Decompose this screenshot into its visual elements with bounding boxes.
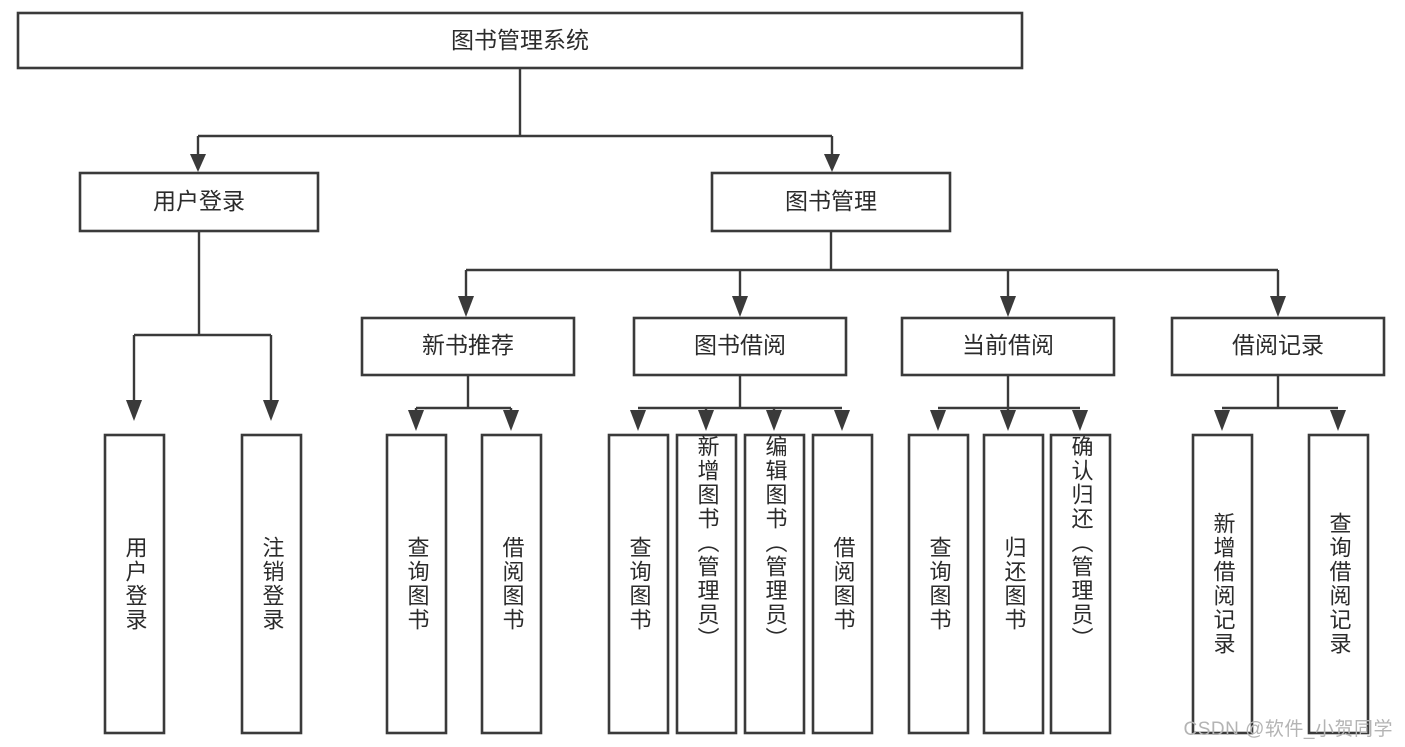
leaf-box-br-add-record[interactable] [1191,433,1254,735]
connector-borrow-record-to-leaves [1214,375,1346,431]
node-book-borrow[interactable]: 图书借阅 [632,316,848,377]
connector-book-management-to-level3 [458,231,1286,317]
leaf-box-cb-query-book[interactable] [907,433,970,735]
current-borrow-box[interactable] [900,316,1116,377]
arrow-nb-1 [408,410,424,431]
arrow-new-book [458,296,474,317]
arrow-bb-1 [630,410,646,431]
arrow-user-login [190,154,206,172]
leaf-box-bb-edit-book[interactable] [743,433,806,735]
leaf-box-bb-borrow-book[interactable] [811,433,874,735]
new-book-recommend-label: 新书推荐 [422,332,514,358]
arrow-br-1 [1214,410,1230,431]
new-book-recommend-box[interactable] [360,316,576,377]
arrow-current-borrow [1000,296,1016,317]
node-root[interactable]: 图书管理系统 [16,11,1024,70]
leaf-box-logout[interactable] [240,433,303,735]
arrow-cb-2 [1000,410,1016,431]
current-borrow-label: 当前借阅 [962,332,1054,358]
arrow-borrow-record [1270,296,1286,317]
node-current-borrow[interactable]: 当前借阅 [900,316,1116,377]
leaf-box-bb-add-book[interactable] [675,433,738,735]
book-management-box[interactable] [710,171,952,233]
root-box[interactable] [16,11,1024,70]
arrow-book-borrow [732,296,748,317]
arrow-leaf-user-login [126,400,142,421]
arrow-leaf-logout [263,400,279,421]
root-label: 图书管理系统 [451,27,589,53]
leaf-box-cb-confirm-return[interactable] [1049,433,1112,735]
borrow-record-label: 借阅记录 [1232,332,1324,358]
leaf-box-nb-query-book[interactable] [385,433,448,735]
node-borrow-record[interactable]: 借阅记录 [1170,316,1386,377]
node-new-book-recommend[interactable]: 新书推荐 [360,316,576,377]
arrow-bb-3 [766,410,782,431]
node-book-management[interactable]: 图书管理 [710,171,952,233]
node-user-login[interactable]: 用户登录 [78,171,320,233]
book-management-label: 图书管理 [785,188,877,214]
arrow-bb-4 [834,410,850,431]
connector-root-to-level2 [190,68,840,172]
leaf-box-bb-query-book[interactable] [607,433,670,735]
connector-new-book-to-leaves [408,375,519,431]
leaf-box-nb-borrow-book[interactable] [480,433,543,735]
watermark-text: CSDN @软件_小贺同学 [1183,719,1393,740]
borrow-record-box[interactable] [1170,316,1386,377]
leaf-box-br-query-record[interactable] [1307,433,1370,735]
book-borrow-box[interactable] [632,316,848,377]
connector-user-login-to-leaves [126,231,279,421]
arrow-book-manage [824,154,840,172]
user-login-label: 用户登录 [153,188,245,214]
arrow-cb-1 [930,410,946,431]
leaf-box-user-login[interactable] [103,433,166,735]
connector-current-borrow-to-leaves [930,375,1088,431]
arrow-bb-2 [698,410,714,431]
book-borrow-label: 图书借阅 [694,332,786,358]
arrow-cb-3 [1072,410,1088,431]
connector-book-borrow-to-leaves [630,375,850,431]
arrow-br-2 [1330,410,1346,431]
leaf-box-cb-return-book[interactable] [982,433,1045,735]
arrow-nb-2 [503,410,519,431]
